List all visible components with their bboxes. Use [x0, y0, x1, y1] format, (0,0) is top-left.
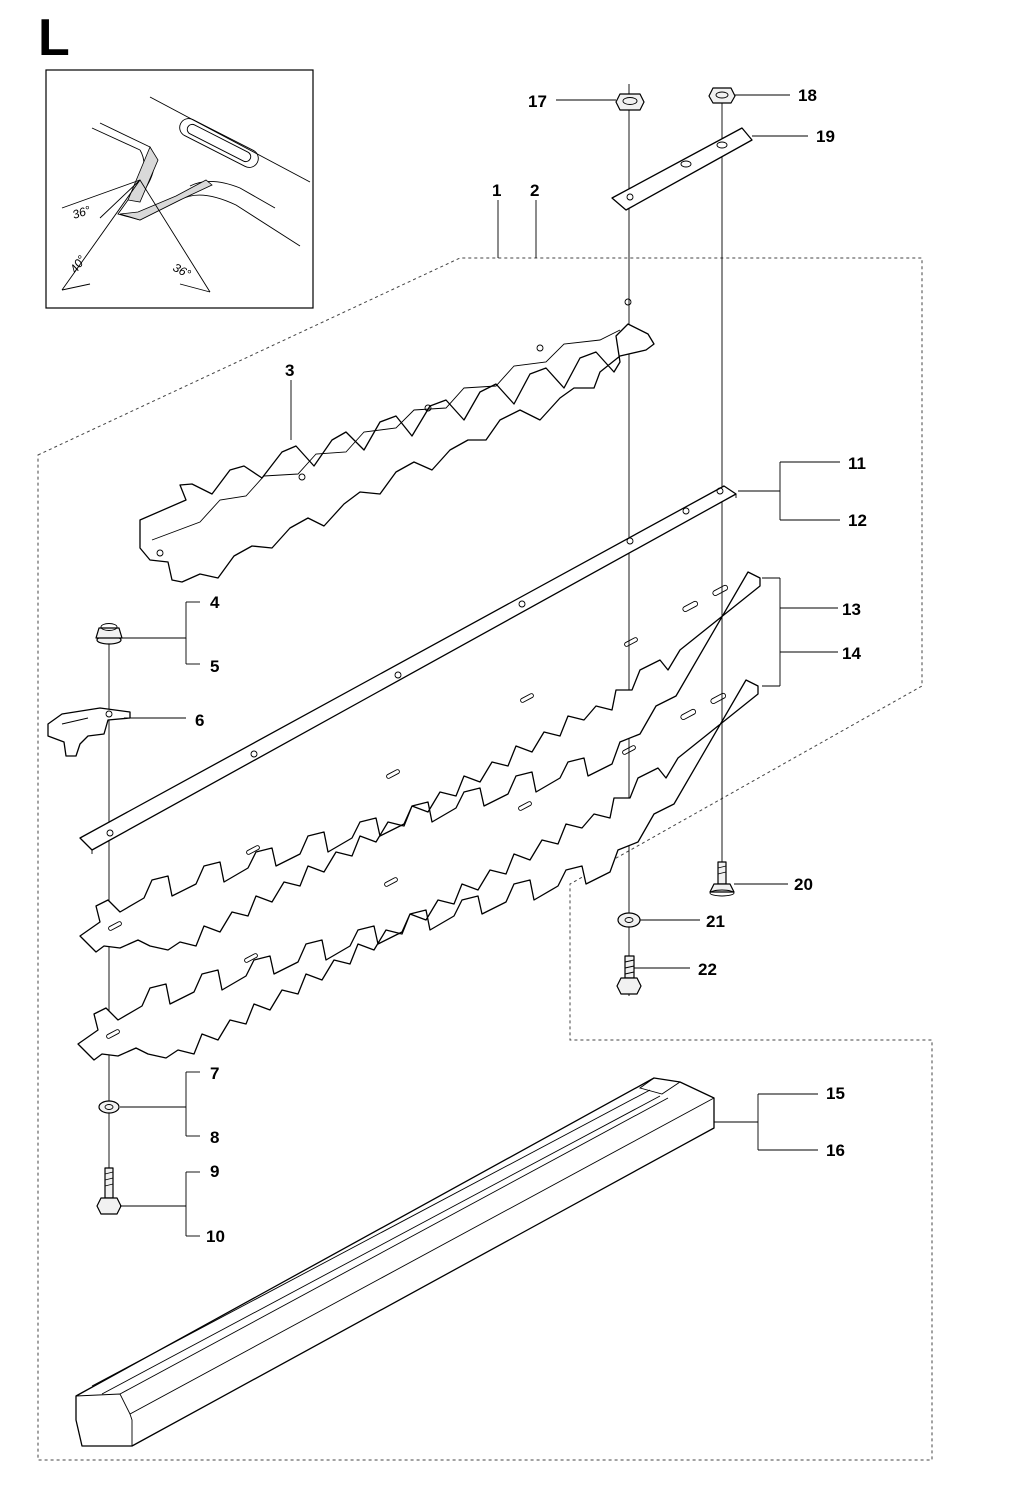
bolt-22 — [616, 955, 642, 995]
long-flat-bar — [79, 485, 737, 854]
leader-lines — [120, 94, 840, 1237]
nut-17 — [615, 93, 645, 111]
callout-numbers: 1 2 3 4 5 6 7 8 9 10 11 12 13 14 15 16 1… — [195, 86, 867, 1246]
flange-nut — [95, 623, 123, 645]
angle-label-36-left: 36° — [71, 203, 93, 222]
callout-9: 9 — [210, 1162, 219, 1181]
assembly-boundary — [37, 257, 933, 1461]
callout-13: 13 — [842, 600, 861, 619]
callout-10: 10 — [206, 1227, 225, 1246]
callout-3: 3 — [285, 361, 294, 380]
angle-label-36-right: 36° — [171, 260, 194, 281]
top-plate — [611, 127, 753, 211]
lower-cutter-blade — [77, 679, 759, 1061]
detail-inset: 36° 40° 36° — [45, 69, 314, 309]
callout-16: 16 — [826, 1141, 845, 1160]
guard-plate — [139, 298, 655, 583]
callout-1: 1 — [492, 181, 501, 200]
callout-2: 2 — [530, 181, 539, 200]
washer-21 — [617, 912, 641, 928]
upper-cutter-blade — [79, 571, 761, 953]
nut-18 — [708, 87, 736, 104]
callout-12: 12 — [848, 511, 867, 530]
callout-15: 15 — [826, 1084, 845, 1103]
screw-20 — [709, 861, 735, 897]
callout-19: 19 — [816, 127, 835, 146]
callout-14: 14 — [842, 644, 861, 663]
callout-5: 5 — [210, 657, 219, 676]
callout-21: 21 — [706, 912, 725, 931]
callout-22: 22 — [698, 960, 717, 979]
callout-11: 11 — [848, 454, 866, 473]
blade-protector — [75, 1077, 715, 1447]
screw-9 — [96, 1167, 122, 1215]
washer-7 — [98, 1100, 120, 1114]
section-letter: L — [38, 9, 70, 67]
callout-6: 6 — [195, 711, 204, 730]
callout-8: 8 — [210, 1128, 219, 1147]
callout-18: 18 — [798, 86, 817, 105]
callout-20: 20 — [794, 875, 813, 894]
guide-plate — [47, 707, 131, 757]
callout-17: 17 — [528, 92, 547, 111]
callout-7: 7 — [210, 1064, 219, 1083]
callout-4: 4 — [210, 593, 220, 612]
